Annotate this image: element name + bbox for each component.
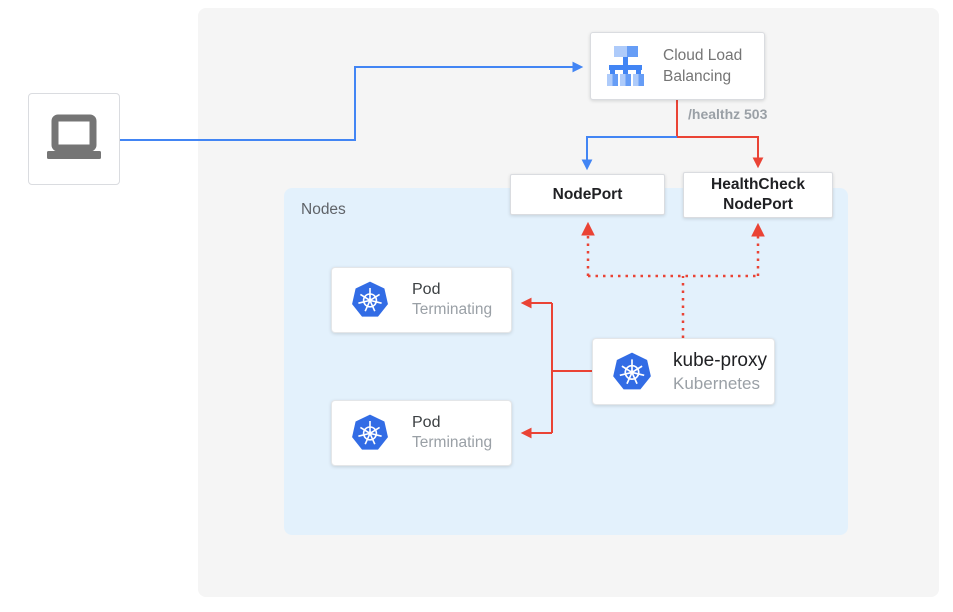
cloud-load-balancing-box: Cloud Load Balancing	[590, 32, 765, 100]
kubernetes-icon	[613, 352, 651, 389]
kube-proxy-box: kube-proxy Kubernetes	[592, 338, 775, 405]
pod-title: Pod	[412, 281, 441, 298]
load-balancer-icon	[607, 46, 644, 86]
kube-proxy-subtitle: Kubernetes	[673, 373, 760, 393]
cloud-load-balancing-label: Cloud Load Balancing	[663, 47, 743, 85]
connector-kubeproxy-dotted-trunk	[588, 274, 758, 338]
pod-status: Terminating	[412, 301, 493, 318]
nodeport-box: NodePort	[510, 174, 665, 215]
pod-status: Terminating	[412, 434, 493, 451]
pod-title: Pod	[412, 414, 441, 431]
connector-kubeproxy-trunk	[551, 303, 592, 433]
kubernetes-icon	[352, 281, 388, 317]
connector-clb-to-nodeport	[581, 136, 677, 171]
nodes-panel-label: Nodes	[301, 201, 346, 218]
client-box	[28, 93, 120, 185]
pod-terminating-box-1: Pod Terminating	[331, 267, 512, 333]
kubernetes-icon	[352, 414, 388, 450]
connector-clb-to-healthcheck-nodeport	[677, 136, 764, 169]
laptop-icon	[47, 114, 101, 159]
kube-proxy-title: kube-proxy	[673, 349, 767, 371]
healthz-status-label: /healthz 503	[688, 106, 768, 122]
pod-terminating-box-2: Pod Terminating	[331, 400, 512, 466]
healthcheck-nodeport-box: HealthCheck NodePort	[683, 172, 833, 218]
connector-laptop-to-clb	[120, 61, 584, 141]
